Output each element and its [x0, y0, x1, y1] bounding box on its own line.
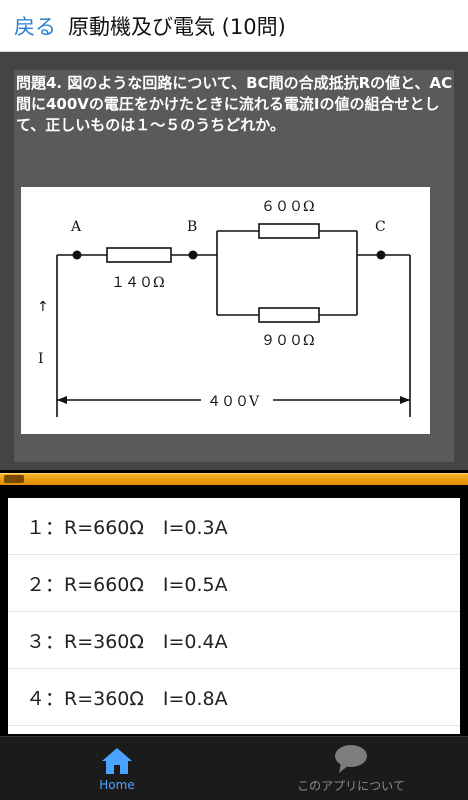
node-c-dot: [376, 250, 386, 260]
answer-list: １：R=660Ω I=0.3A ２：R=660Ω I=0.5A ３：R=360Ω…: [8, 498, 460, 734]
back-button[interactable]: 戻る: [14, 14, 56, 39]
nav-about-label: このアプリについて: [297, 779, 405, 793]
current-label: I: [38, 351, 44, 367]
bottom-nav: Home このアプリについて: [0, 736, 468, 800]
nav-home[interactable]: Home: [0, 737, 234, 800]
home-icon: [102, 747, 132, 774]
node-a-dot: [72, 250, 82, 260]
r2-label: ６００Ω: [261, 199, 315, 215]
node-c-label: C: [375, 219, 386, 235]
node-b-label: B: [187, 219, 197, 235]
node-a-label: A: [70, 219, 82, 235]
progress-bar[interactable]: [0, 470, 468, 488]
page-title: 原動機及び電気 (10問): [68, 14, 286, 39]
r1-label: １４０Ω: [111, 275, 165, 291]
nav-about[interactable]: このアプリについて: [234, 737, 468, 800]
answer-option-3[interactable]: ３：R=360Ω I=0.4A: [8, 612, 460, 669]
circuit-figure: A B C １４０Ω ６００Ω ９００Ω ４００V ↑ I: [21, 187, 430, 434]
circuit-diagram: A B C １４０Ω ６００Ω ９００Ω ４００V ↑ I: [37, 199, 411, 417]
speech-bubble-icon: [335, 745, 367, 773]
question-text: 問題4. 図のような回路について、BC間の合成抵抗Rの値と、AC間に400Vの電…: [16, 74, 453, 134]
node-b-dot: [188, 250, 198, 260]
current-arrow: ↑: [37, 299, 49, 315]
answer-option-4[interactable]: ４：R=360Ω I=0.8A: [8, 669, 460, 726]
r3-label: ９００Ω: [261, 333, 315, 349]
voltage-label: ４００V: [207, 394, 260, 410]
nav-home-label: Home: [99, 777, 135, 792]
answer-option-1[interactable]: １：R=660Ω I=0.3A: [8, 498, 460, 555]
app-header: 戻る 原動機及び電気 (10問): [0, 0, 468, 52]
answer-option-2[interactable]: ２：R=660Ω I=0.5A: [8, 555, 460, 612]
progress-knob[interactable]: [4, 475, 24, 483]
progress-track: [0, 473, 468, 485]
